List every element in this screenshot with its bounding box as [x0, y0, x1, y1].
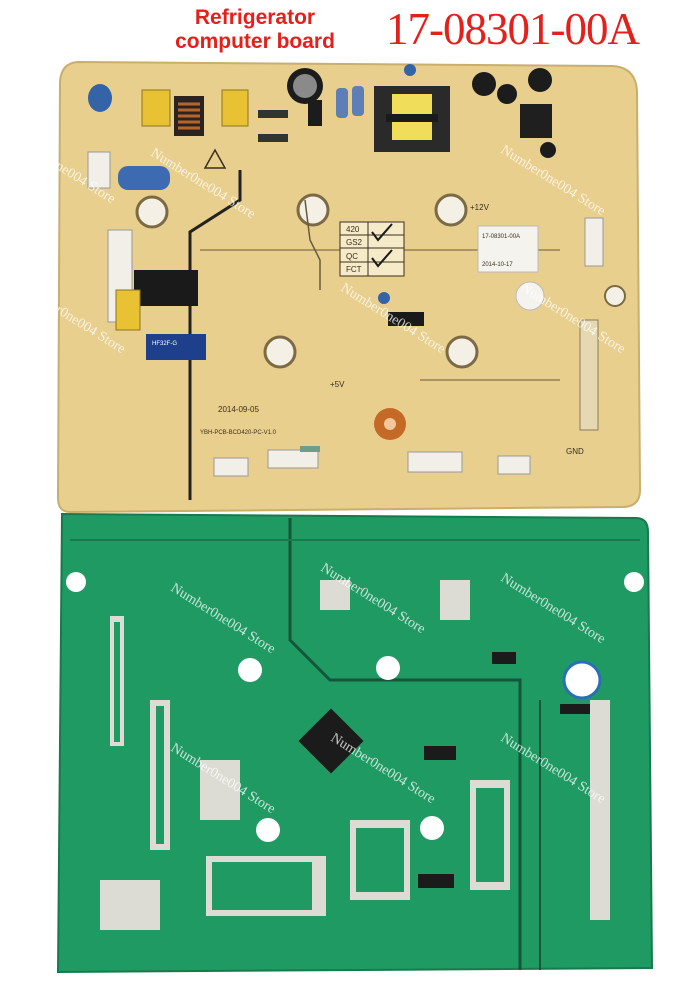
five-volt-mark: +5V: [330, 380, 345, 389]
table-cell-1: 420: [346, 225, 360, 234]
table-cell-2: GS2: [346, 238, 363, 247]
label-line-1: Refrigerator: [194, 6, 316, 29]
gnd-mark: GND: [566, 447, 584, 456]
relay-label: HF32F-G: [152, 341, 177, 347]
board-date: 2014-09-05: [218, 405, 259, 414]
part-number: 17-08301-00A: [386, 4, 640, 54]
part-sticker: 17-08301-00A 2014-10-17: [477, 225, 539, 273]
relay: HF32F-G: [146, 334, 206, 360]
header: Refrigerator computer board 17-08301-00A: [0, 0, 700, 62]
sticker-line-1: 17-08301-00A: [482, 234, 520, 240]
label-line-2: computer board: [175, 30, 335, 53]
pcb-code: YBH-PCB-BCD420-PC-V1.0: [200, 430, 277, 436]
top-board: 420 GS2 QC FCT 17-08301-00A 2014-10-17 H…: [56, 60, 642, 514]
twelve-volt-mark: +12V: [470, 203, 490, 212]
qc-table: 420 GS2 QC FCT: [339, 221, 405, 277]
table-cell-4: FCT: [346, 265, 362, 274]
bottom-board: [56, 512, 654, 974]
product-label: Refrigerator computer board: [150, 6, 360, 54]
sticker-line-2: 2014-10-17: [482, 262, 513, 268]
table-cell-3: QC: [346, 252, 358, 261]
